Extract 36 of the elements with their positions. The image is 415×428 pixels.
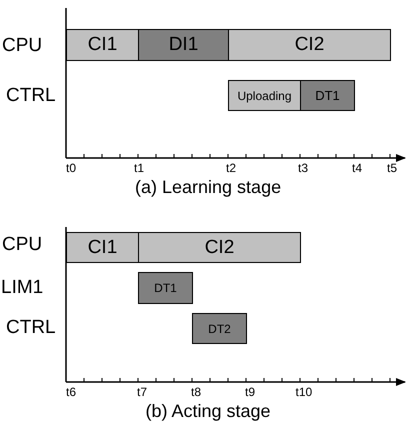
task-bar: [138, 29, 229, 61]
task-label: CI2: [204, 236, 234, 258]
caption: (b) Acting stage: [146, 400, 271, 422]
caption: (a) Learning stage: [135, 176, 282, 198]
row-label: CTRL: [6, 317, 56, 339]
row-label: CPU: [2, 234, 42, 256]
task-bar: [138, 272, 193, 304]
tick-label: t4: [352, 161, 362, 175]
task-label: DI1: [168, 34, 198, 56]
tick-label: t2: [226, 161, 236, 175]
tick-label: t8: [191, 385, 202, 399]
task-bar: [300, 80, 355, 111]
row-label: CTRL: [6, 85, 56, 107]
task-bar: [228, 80, 301, 111]
task-bar: [66, 232, 139, 263]
row-label: CPU: [2, 35, 42, 57]
tick-label: t10: [296, 385, 312, 399]
task-bar: [228, 29, 391, 61]
tick-label: t6: [66, 385, 76, 399]
task-label: DT1: [154, 281, 177, 295]
tick-label: t9: [245, 385, 256, 399]
task-label: CI1: [88, 236, 118, 258]
task-label: Uploading: [237, 88, 292, 102]
task-bar: [138, 232, 301, 263]
tick-label: t0: [66, 161, 76, 175]
row-label: LIM1: [1, 277, 44, 299]
tick-label: t7: [137, 385, 148, 399]
tick-label: t5: [387, 161, 398, 175]
task-bar: [66, 29, 139, 61]
task-bar: [192, 313, 247, 344]
tick-label: t3: [298, 161, 308, 175]
tick-label: t1: [134, 161, 144, 175]
task-label: DT1: [315, 88, 340, 103]
task-label: CI2: [294, 34, 324, 56]
task-label: DT2: [208, 322, 231, 336]
task-label: CI1: [88, 34, 118, 56]
